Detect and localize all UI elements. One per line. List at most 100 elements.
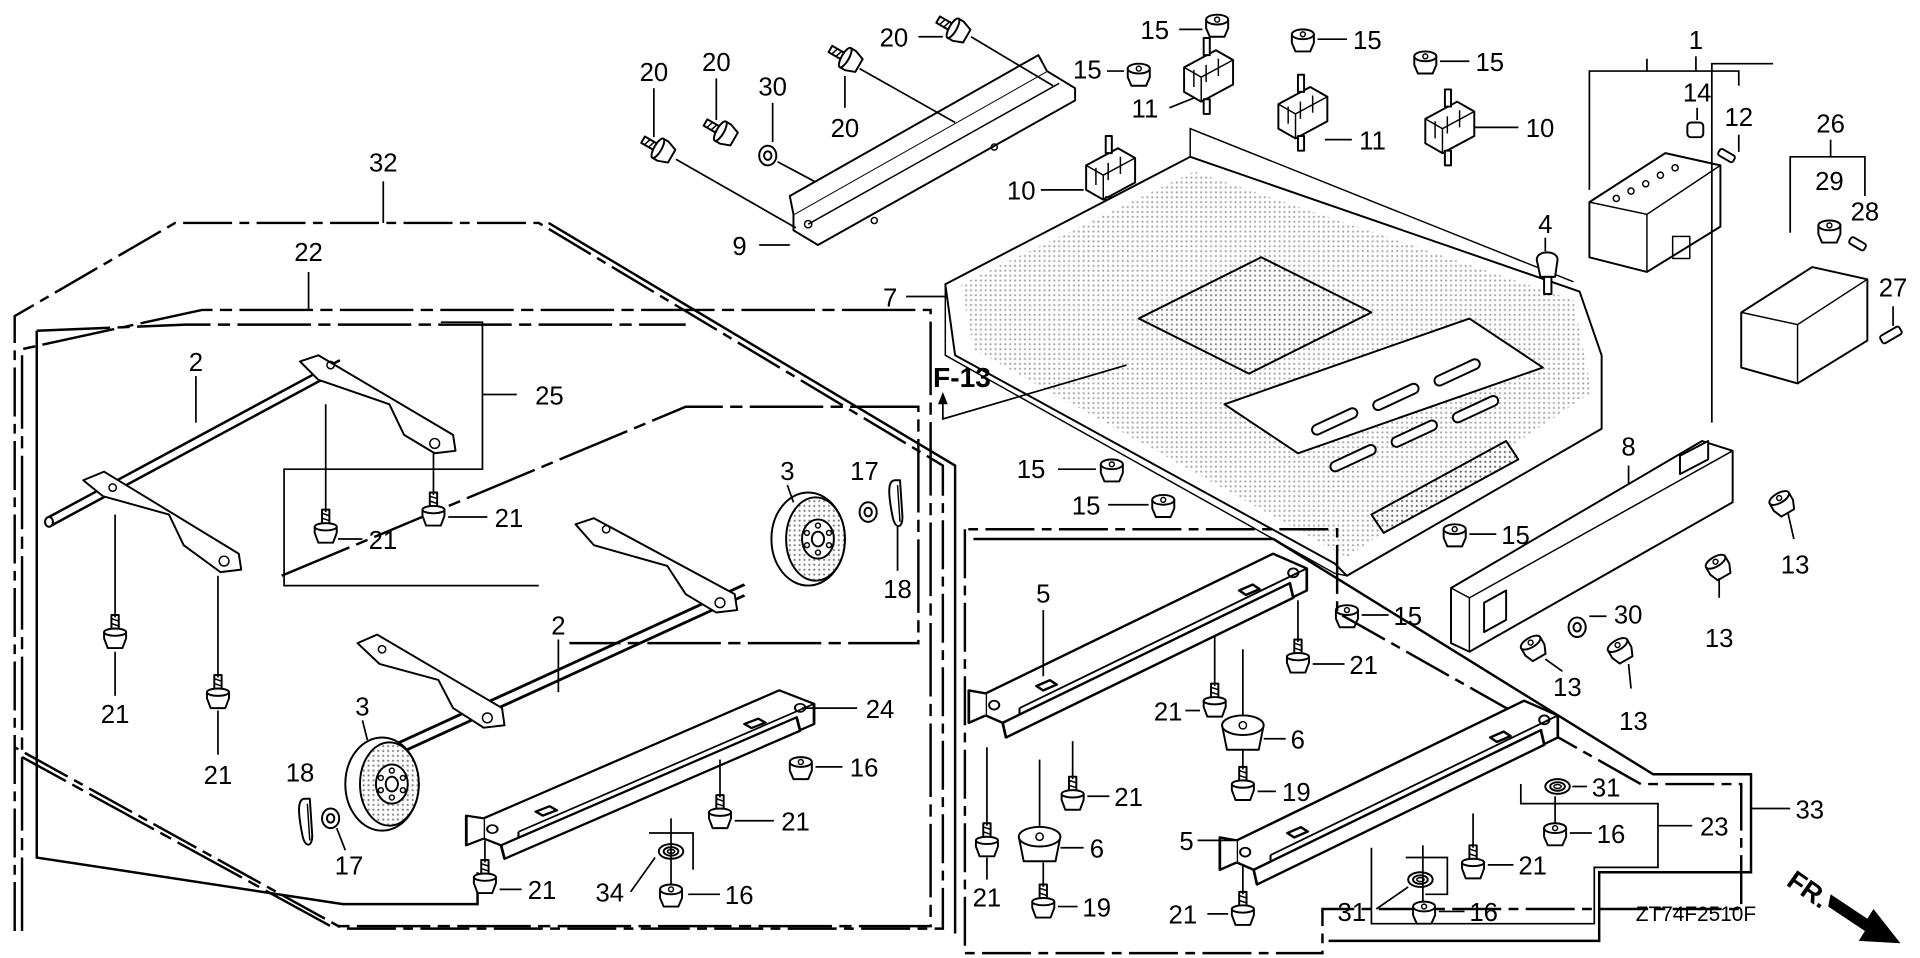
callout-16-c[interactable]: 16 [1597, 821, 1626, 849]
callout-21-d[interactable]: 21 [204, 762, 233, 790]
callout-11-left[interactable]: 11 [1132, 96, 1159, 124]
rail-24 [464, 688, 816, 861]
callout-17-lower[interactable]: 17 [335, 853, 364, 881]
callout-21-k[interactable]: 21 [1518, 853, 1547, 881]
callout-3-upper[interactable]: 3 [780, 458, 794, 486]
axle-bracket-upper-b [82, 470, 243, 574]
callout-2-upper[interactable]: 2 [189, 349, 203, 377]
callout-34[interactable]: 34 [595, 880, 624, 908]
callout-15-a[interactable]: 15 [1140, 17, 1169, 45]
front-direction-indicator: FR. [1782, 865, 1901, 944]
callout-27[interactable]: 27 [1879, 274, 1908, 302]
front-arrow-icon [1828, 894, 1901, 944]
callout-12[interactable]: 12 [1724, 104, 1753, 132]
mounts-group: 10 11 11 10 15 15 15 15 [1007, 13, 1555, 213]
callout-16-d[interactable]: 16 [1469, 899, 1498, 927]
callout-2-lower[interactable]: 2 [551, 613, 565, 641]
callout-21-c[interactable]: 21 [101, 701, 130, 729]
callout-21-g[interactable]: 21 [1349, 652, 1378, 680]
callout-15-f[interactable]: 15 [1072, 493, 1101, 521]
callout-8[interactable]: 8 [1621, 434, 1635, 462]
callout-24[interactable]: 24 [866, 696, 895, 724]
callout-6-lower[interactable]: 6 [1090, 836, 1104, 864]
callout-7[interactable]: 7 [883, 284, 897, 312]
callout-31-a[interactable]: 31 [1592, 774, 1621, 802]
callout-25[interactable]: 25 [535, 382, 564, 410]
rubber-mount-6-upper [1221, 714, 1265, 751]
callout-15-e[interactable]: 15 [1017, 456, 1046, 484]
callout-21-a[interactable]: 21 [369, 527, 398, 555]
mount-10-right [1424, 88, 1476, 167]
callout-15-b[interactable]: 15 [1073, 56, 1102, 84]
callout-10-left[interactable]: 10 [1007, 178, 1036, 206]
callout-1[interactable]: 1 [1689, 27, 1703, 55]
group-33-outline [963, 528, 1743, 955]
callout-20-d[interactable]: 20 [880, 25, 909, 53]
callout-18-upper[interactable]: 18 [883, 576, 912, 604]
callout-16-a[interactable]: 16 [850, 755, 879, 783]
front-label: FR. [1782, 865, 1835, 914]
callout-21-l[interactable]: 21 [1169, 902, 1198, 930]
callout-15-c[interactable]: 15 [1353, 27, 1382, 55]
callout-9[interactable]: 9 [732, 233, 746, 261]
wheel-lower [344, 736, 420, 832]
main-frame-group: 7 F-13 4 [883, 127, 1603, 577]
group-32-outline-inner [547, 221, 957, 934]
group-25-bracket [283, 321, 539, 587]
callout-30-right[interactable]: 30 [1614, 602, 1643, 630]
callout-30-top[interactable]: 30 [758, 74, 787, 102]
callout-23[interactable]: 23 [1700, 813, 1729, 841]
callout-13-c[interactable]: 13 [1553, 674, 1582, 702]
wheel-kit-group: 32 22 25 2 2 3 3 [13, 150, 957, 934]
bracket-8 [1450, 440, 1734, 653]
callout-20-a[interactable]: 20 [640, 59, 669, 87]
callout-5-upper[interactable]: 5 [1036, 581, 1050, 609]
callout-29[interactable]: 29 [1815, 168, 1844, 196]
battery-group: 1 14 12 26 29 28 27 [1588, 27, 1908, 423]
callout-14[interactable]: 14 [1683, 80, 1712, 108]
callout-17-upper[interactable]: 17 [850, 458, 879, 486]
callout-26[interactable]: 26 [1816, 110, 1845, 138]
callout-11-right[interactable]: 11 [1359, 127, 1386, 155]
wheel-upper [770, 491, 846, 587]
rubber-mount-6-lower [1017, 825, 1062, 863]
group-23-bracket [1370, 784, 1659, 925]
callout-4[interactable]: 4 [1538, 211, 1552, 239]
callout-21-b[interactable]: 21 [495, 505, 524, 533]
callout-28[interactable]: 28 [1851, 199, 1880, 227]
callout-19-b[interactable]: 19 [1082, 894, 1111, 922]
callout-15-g[interactable]: 15 [1501, 522, 1530, 550]
callout-13-d[interactable]: 13 [1619, 708, 1648, 736]
bracket-9-group: 9 20 20 30 20 20 [636, 9, 1077, 261]
callout-20-b[interactable]: 20 [702, 49, 731, 77]
callout-13-a[interactable]: 13 [1781, 551, 1810, 579]
mount-11-right [1277, 73, 1329, 152]
callout-20-c[interactable]: 20 [831, 115, 860, 143]
callout-10-right[interactable]: 10 [1526, 115, 1555, 143]
callout-19-a[interactable]: 19 [1282, 779, 1311, 807]
callout-3-lower[interactable]: 3 [355, 693, 369, 721]
bracket-9 [792, 70, 1077, 246]
callout-6-upper[interactable]: 6 [1291, 727, 1305, 755]
axle-bracket-upper-a [299, 354, 457, 455]
diagram-code: ZT74F2510F [1636, 903, 1756, 926]
callout-33[interactable]: 33 [1795, 796, 1824, 824]
callout-13-b[interactable]: 13 [1705, 625, 1734, 653]
callout-32[interactable]: 32 [369, 150, 398, 178]
callout-18-lower[interactable]: 18 [286, 760, 315, 788]
callout-21-e[interactable]: 21 [781, 809, 810, 837]
battery-1 [1588, 152, 1722, 273]
callout-21-j[interactable]: 21 [973, 885, 1002, 913]
callout-31-b[interactable]: 31 [1338, 899, 1367, 927]
callout-21-h[interactable]: 21 [1154, 698, 1183, 726]
callout-22[interactable]: 22 [294, 239, 323, 267]
callout-21-i[interactable]: 21 [1114, 784, 1143, 812]
callout-21-f[interactable]: 21 [528, 877, 557, 905]
group-22-outline [20, 308, 932, 932]
callout-5-lower[interactable]: 5 [1179, 828, 1193, 856]
callout-15-d[interactable]: 15 [1476, 49, 1505, 77]
callout-16-b[interactable]: 16 [725, 882, 754, 910]
reference-f13[interactable]: F-13 [933, 362, 991, 393]
mount-11-left [1183, 36, 1235, 115]
